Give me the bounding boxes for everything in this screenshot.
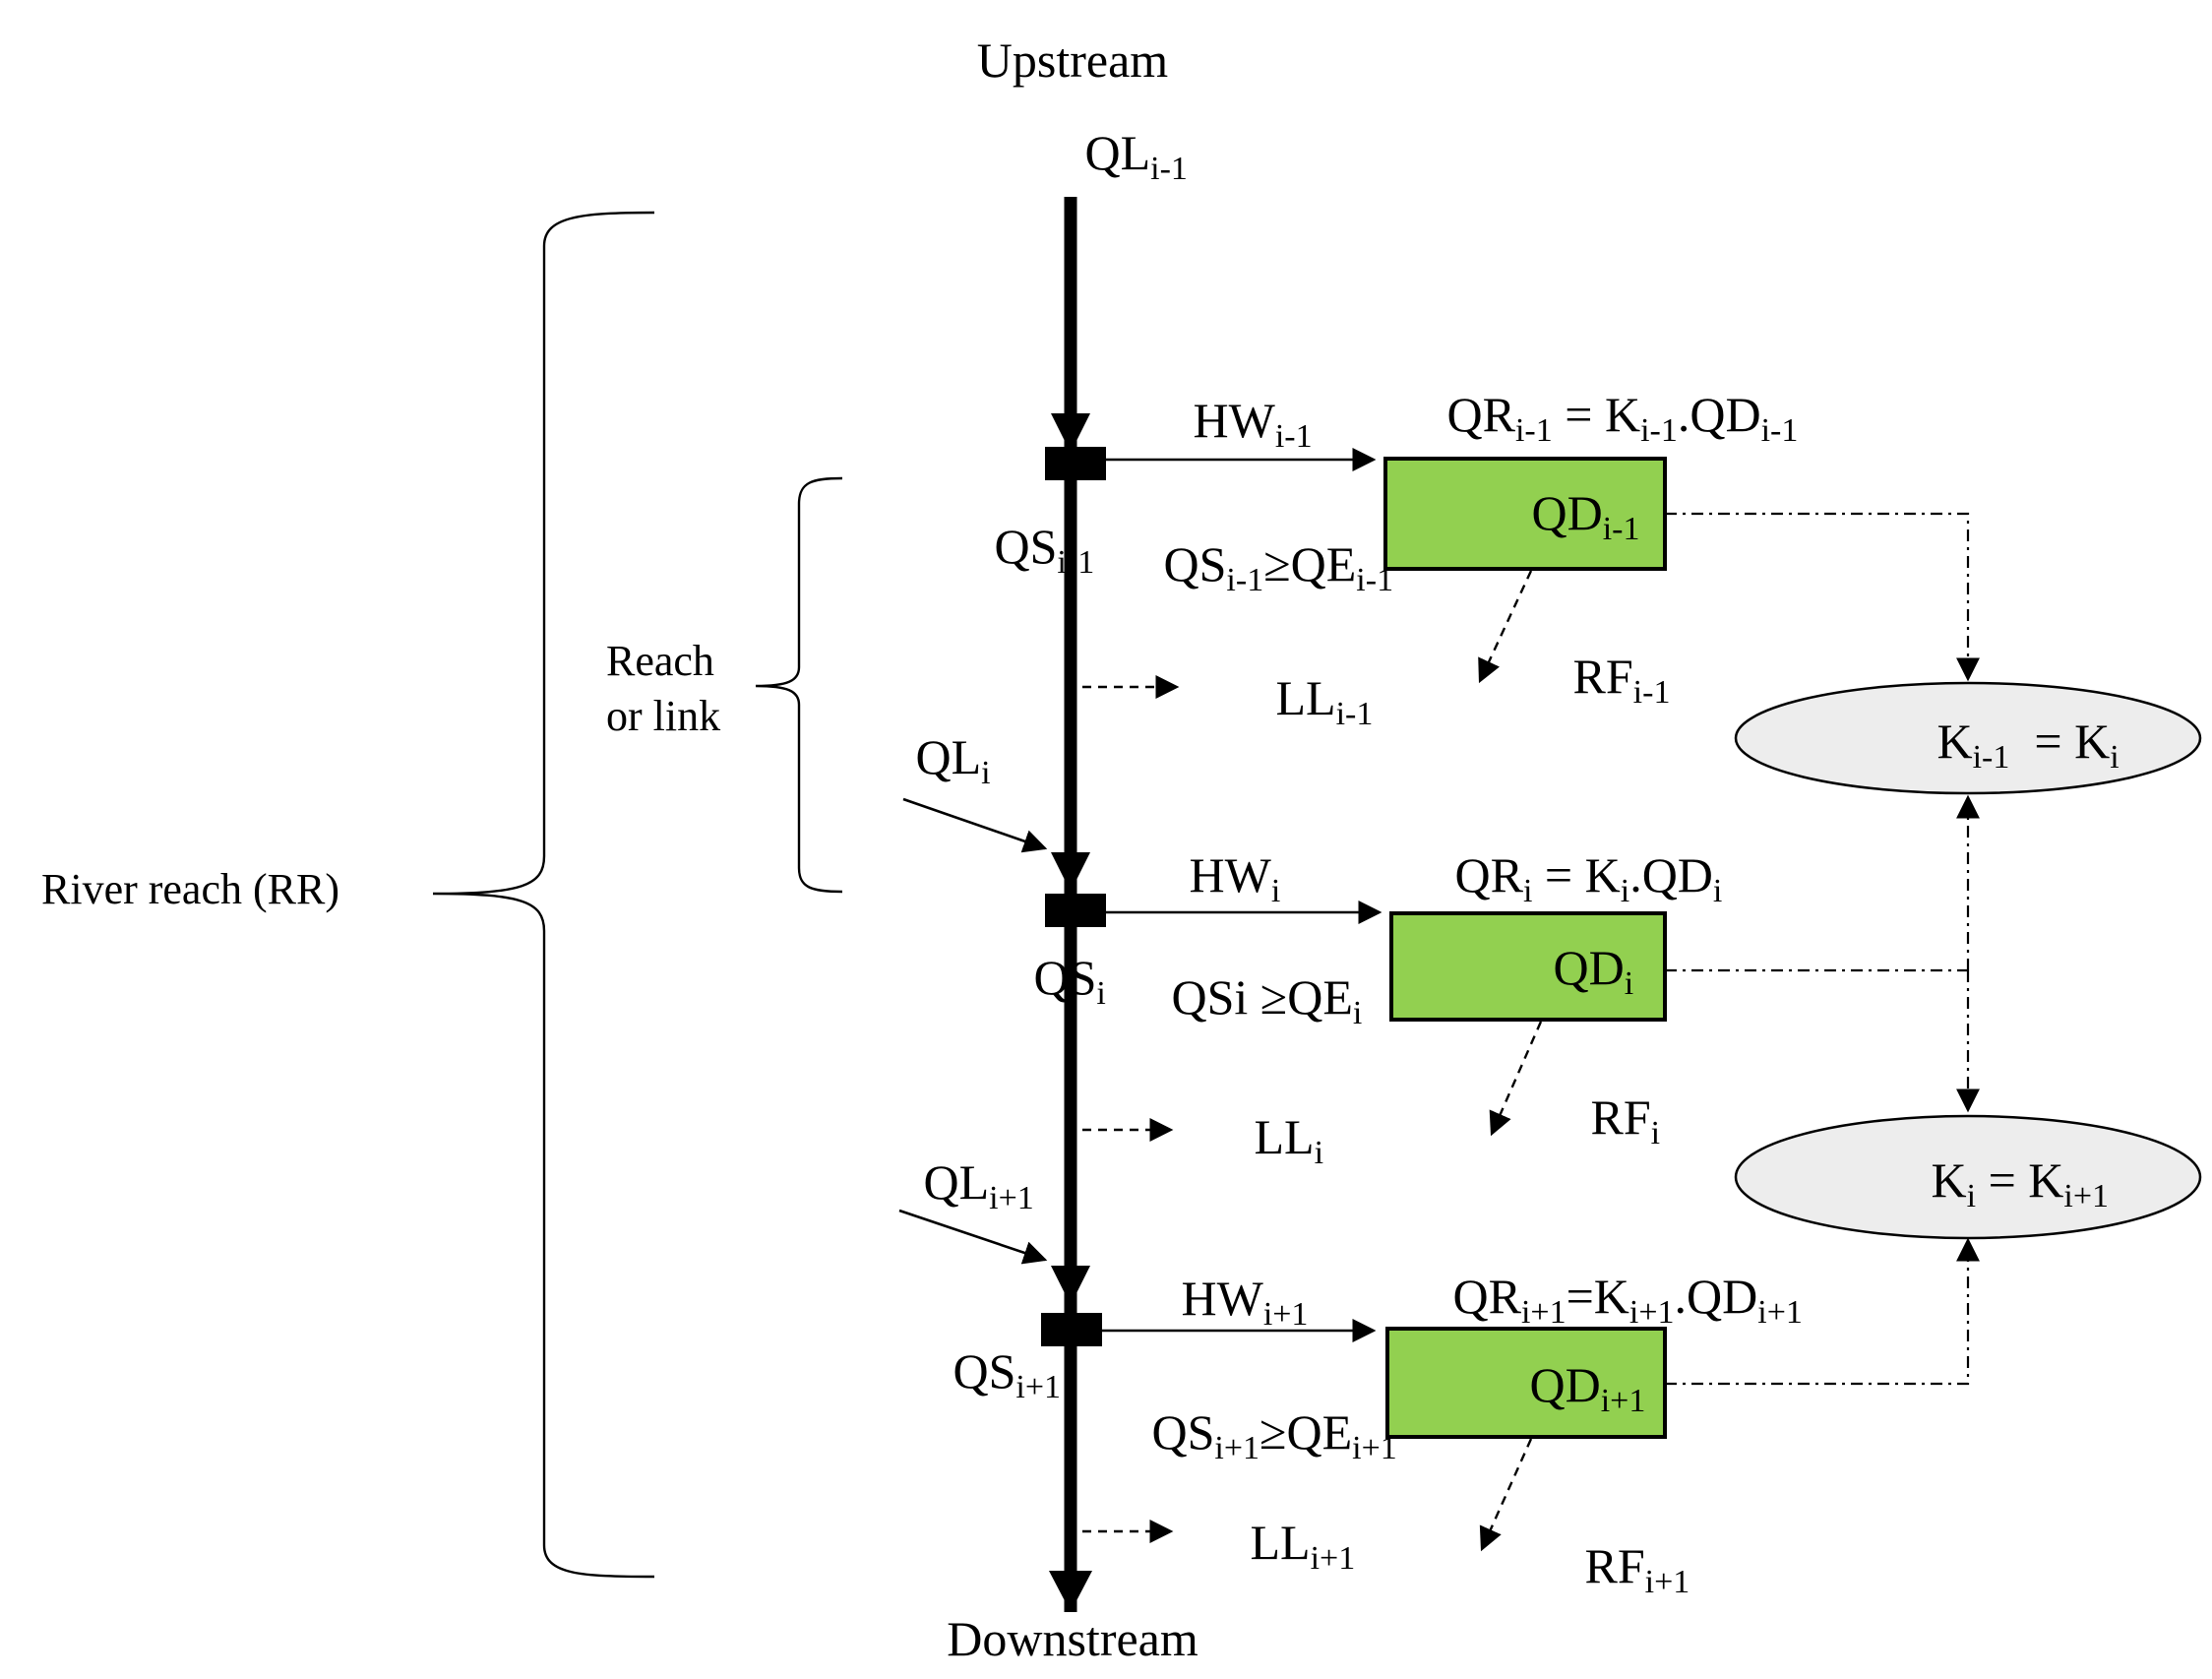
qr-equation-2: QRi = Ki.QDi	[1393, 847, 1759, 912]
reach-link-label-line1: Reach	[606, 637, 714, 685]
headwork-node-1	[1045, 447, 1106, 480]
river-arrowhead-downstream	[1049, 1571, 1092, 1612]
rf-label-3: RFi+1	[1523, 1538, 1727, 1603]
qd-box-label-3: QDi+1	[1468, 1357, 1683, 1422]
qs-label-3: QSi+1	[891, 1343, 1098, 1408]
river-arrowhead-2	[1051, 852, 1090, 892]
condition-label-2: QSi ≥QEi	[1110, 969, 1399, 1034]
return-flow-arrow-3	[1479, 1438, 1533, 1552]
lateral-inflow-arrow-3	[898, 1209, 1048, 1265]
k-link-1	[1665, 512, 1980, 682]
lateral-inflow-arrow-2	[902, 797, 1048, 853]
condition-label-3: QSi+1≥QEi+1	[1090, 1404, 1434, 1469]
condition-label-1: QSi-1≥QEi-1	[1102, 536, 1431, 601]
headwork-node-3	[1041, 1313, 1102, 1346]
ql-label-3: QLi+1	[862, 1154, 1071, 1219]
qs-label-1: QSi-1	[933, 519, 1132, 584]
ll-label-1: LLi-1	[1214, 670, 1410, 735]
ll-label-2: LLi	[1193, 1109, 1361, 1174]
qd-box-1	[1383, 457, 1667, 571]
return-flow-arrow-1	[1478, 570, 1533, 684]
reach-link-brace	[755, 476, 843, 894]
qr-equation-1: QRi-1 = Ki-1.QDi-1	[1385, 387, 1835, 452]
headwork-node-2	[1045, 894, 1106, 927]
ql-label-1: QLi-1	[1023, 125, 1224, 190]
hw-label-1: HWi-1	[1132, 393, 1349, 458]
reach-link-label-line2: or link	[606, 692, 720, 740]
rf-label-2: RFi	[1529, 1089, 1697, 1154]
qd-box-2	[1389, 911, 1667, 1022]
downstream-label: Downstream	[947, 1611, 1198, 1666]
ql-label-2: QLi	[854, 729, 1027, 794]
k-relation-1: Ki-1 = Ki	[1875, 714, 2156, 778]
k-relation-2: Ki = Ki+1	[1870, 1152, 2146, 1217]
river-arrowhead-3	[1051, 1266, 1090, 1305]
hw-label-2: HWi	[1128, 847, 1318, 912]
qr-equation-3: QRi+1=Ki+1.QDi+1	[1391, 1269, 1839, 1334]
hw-label-3: HWi+1	[1120, 1271, 1345, 1336]
rf-label-1: RFi-1	[1511, 649, 1707, 714]
k-ellipse-2	[1734, 1114, 2202, 1240]
qd-box-label-2: QDi	[1492, 940, 1671, 1005]
river-reach-brace	[432, 211, 655, 1579]
river-arrowhead-1	[1051, 413, 1090, 453]
river-reach-label: River reach (RR)	[41, 865, 339, 913]
k-link-3	[1665, 1237, 1980, 1386]
qd-box-label-1: QDi-1	[1470, 485, 1677, 550]
k-ellipse-1	[1734, 681, 2202, 795]
upstream-label: Upstream	[977, 32, 1168, 88]
return-flow-arrow-2	[1489, 1021, 1543, 1137]
qs-label-2: QSi	[972, 950, 1142, 1015]
ll-label-3: LLi+1	[1189, 1515, 1392, 1580]
